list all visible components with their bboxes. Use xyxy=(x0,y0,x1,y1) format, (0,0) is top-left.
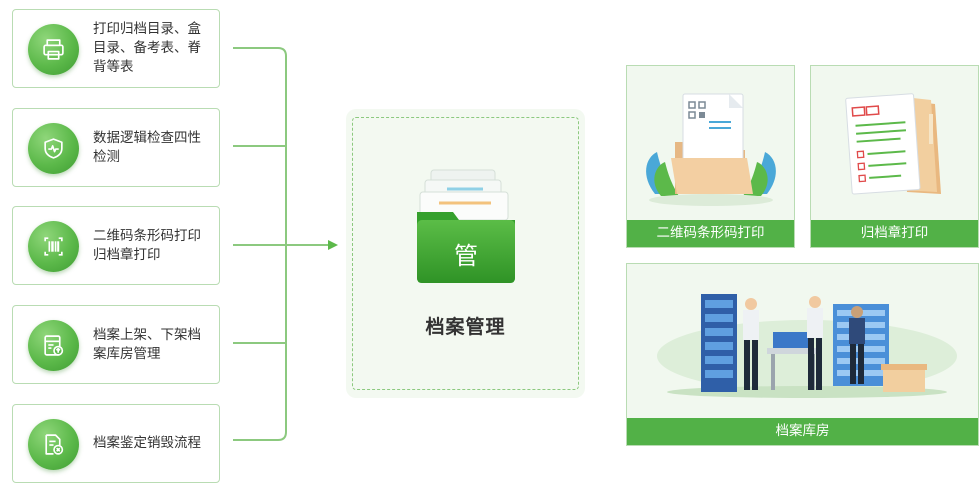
tile-label: 档案库房 xyxy=(627,418,978,445)
archive-folder-icon: 管 xyxy=(415,166,517,286)
archive-management-dashed-frame xyxy=(352,117,579,390)
tile-barcode-print: 二维码条形码打印 xyxy=(626,65,795,248)
barcode-icon xyxy=(28,221,79,272)
printer-icon xyxy=(28,24,79,75)
folder-label: 管 xyxy=(454,242,478,270)
feature-label: 二维码条形码打印归档章打印 xyxy=(93,227,201,263)
qr-folder-illustration xyxy=(646,93,776,206)
feature-card-data-check: 数据逻辑检查四性检测 xyxy=(12,108,220,187)
document-delete-icon xyxy=(28,419,79,470)
feature-label: 档案鉴定销毁流程 xyxy=(93,435,201,451)
feature-label: 档案上架、下架档案库房管理 xyxy=(93,326,201,362)
feature-card-print-catalog: 打印归档目录、盒目录、备考表、脊背等表 xyxy=(12,9,220,88)
tile-label: 二维码条形码打印 xyxy=(627,220,794,247)
feature-card-barcode-print: 二维码条形码打印归档章打印 xyxy=(12,206,220,285)
tile-archive-stamp-print: 归档章打印 xyxy=(810,65,979,248)
archive-management-title: 档案管理 xyxy=(425,316,506,338)
stamp-document-illustration xyxy=(845,93,941,195)
feature-card-shelf-management: 档案上架、下架档案库房管理 xyxy=(12,305,220,384)
tile-archive-storeroom: 档案库房 xyxy=(626,263,979,446)
shield-check-icon xyxy=(28,123,79,174)
feature-label: 数据逻辑检查四性检测 xyxy=(93,129,201,165)
feature-label: 打印归档目录、盒目录、备考表、脊背等表 xyxy=(93,21,201,75)
archive-management-panel: 管 档案管理 xyxy=(346,109,585,398)
shelf-upload-icon xyxy=(28,320,79,371)
tile-label: 归档章打印 xyxy=(811,220,978,247)
feature-card-appraisal-destroy: 档案鉴定销毁流程 xyxy=(12,404,220,483)
storeroom-illustration xyxy=(657,294,957,398)
